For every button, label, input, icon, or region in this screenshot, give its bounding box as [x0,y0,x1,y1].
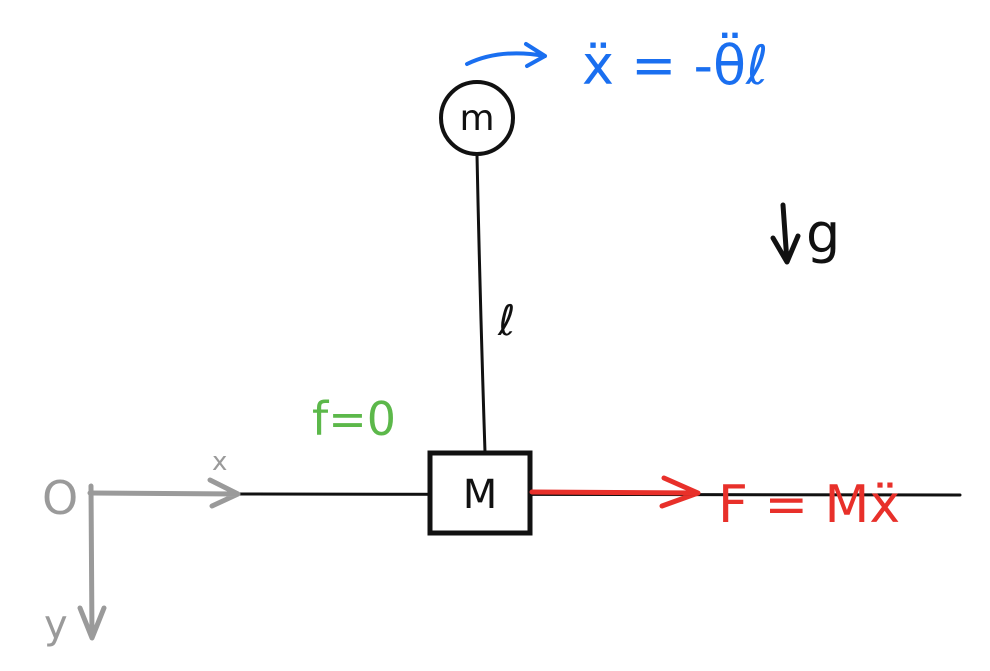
y-axis-label: y [44,602,68,648]
motion-arrow [465,42,547,68]
cart-mass-label: M [463,472,498,518]
force-label: F = Mẍ [718,475,900,535]
bob-mass-label: m [459,98,494,139]
x-axis-label: x [212,447,227,477]
constraint-equation: ẍ = -θ̈ℓ [582,33,768,97]
force-arrow [529,475,701,509]
gravity-arrow [770,202,801,265]
pendulum-bob [439,80,515,156]
gravity-label: g [806,202,840,265]
rod-length-label: ℓ [497,296,515,345]
friction-label: f=0 [312,392,396,446]
cart-box [427,450,533,536]
origin-label: O [42,471,78,525]
pendulum-rod [475,154,487,453]
y-axis-arrow [77,483,107,641]
x-axis-arrow [87,477,241,509]
coordinate-axes [77,477,241,641]
